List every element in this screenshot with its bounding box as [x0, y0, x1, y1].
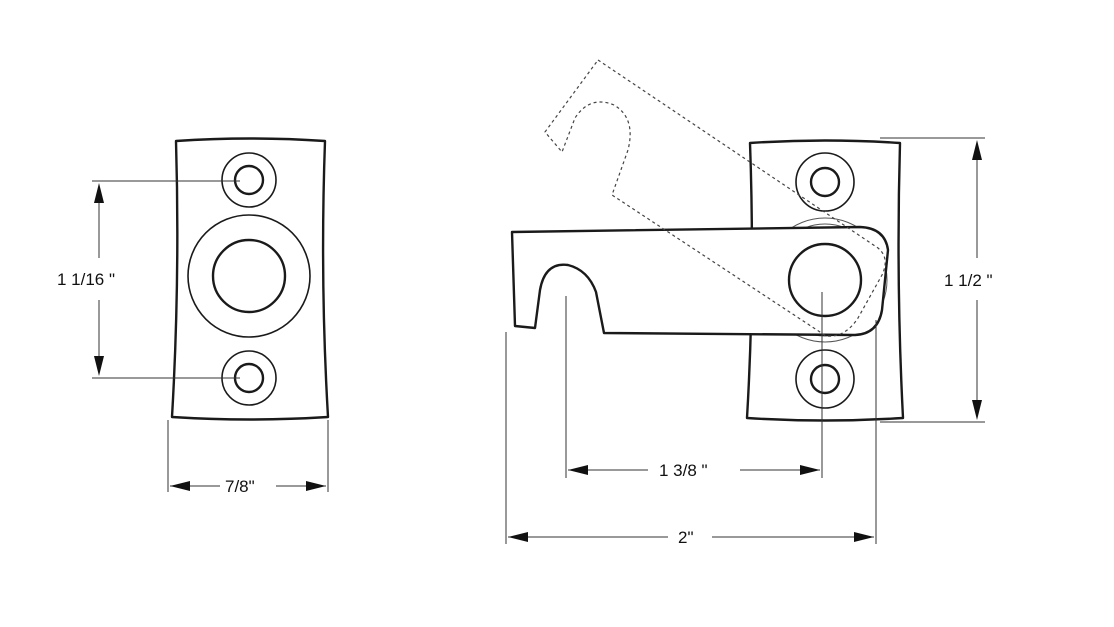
- strike-width-label: 7/8": [225, 477, 255, 496]
- hook-to-pivot-dimension: [565, 292, 823, 478]
- latch-bottom-screw-rim: [795, 349, 855, 409]
- overall-length-dimension: [505, 320, 877, 544]
- strike-top-screw-hole: [233, 164, 265, 196]
- overall-length-label: 2": [678, 528, 694, 547]
- pivot-hole: [787, 242, 863, 318]
- strike-center-rim: [187, 214, 311, 338]
- latch-top-screw-rim: [795, 152, 855, 212]
- strike-width-dimension: [167, 420, 329, 492]
- strike-height-label: 1 1/16 ": [57, 270, 115, 289]
- latch-bottom-screw-hole: [809, 363, 841, 395]
- strike-plate: [170, 137, 330, 421]
- strike-height-dimension: [92, 180, 240, 379]
- strike-top-screw-rim: [221, 152, 277, 208]
- hook-to-pivot-label: 1 3/8 ": [659, 461, 708, 480]
- latch-height-dimension: [880, 137, 985, 423]
- swing-arm: [510, 225, 890, 337]
- latch-height-label: 1 1/2 ": [944, 271, 993, 290]
- latch-top-screw-hole: [809, 166, 841, 198]
- strike-center-hole: [211, 238, 287, 314]
